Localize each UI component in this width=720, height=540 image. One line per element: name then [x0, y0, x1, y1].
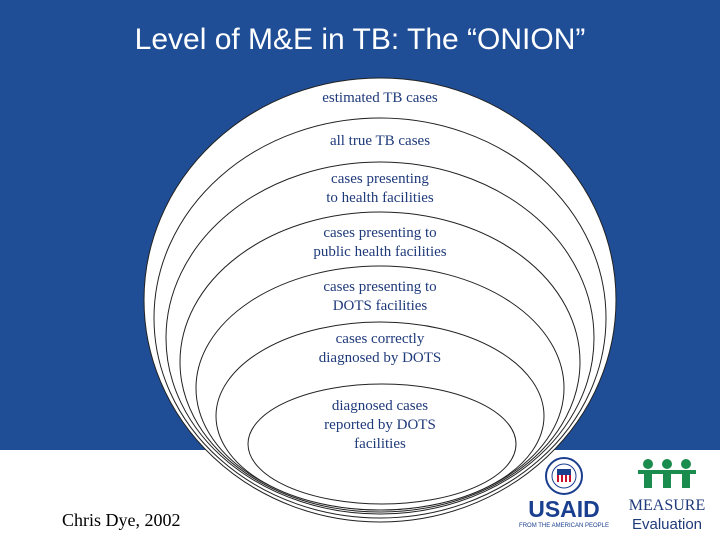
label-estimated-tb-cases: estimated TB cases	[230, 89, 530, 108]
label-line: cases correctly	[335, 331, 425, 347]
label-cases-presenting-dots: cases presenting to DOTS facilities	[230, 278, 530, 316]
label-line: DOTS facilities	[332, 298, 428, 314]
label-line: cases presenting to	[323, 279, 437, 295]
label-line: public health facilities	[313, 244, 447, 260]
label-line: facilities	[354, 436, 406, 452]
measure-name: MEASURE	[629, 497, 705, 514]
usaid-tagline: FROM THE AMERICAN PEOPLE	[519, 523, 609, 529]
label-cases-correctly-diagnosed: cases correctly diagnosed by DOTS	[230, 330, 530, 368]
label-line: all true TB cases	[329, 133, 431, 149]
onion-rings	[143, 77, 617, 523]
label-cases-presenting-health: cases presenting to health facilities	[230, 170, 530, 208]
measure-evaluation-logo: MEASURE Evaluation	[629, 459, 705, 533]
usaid-wordmark: USAID	[528, 496, 600, 522]
author-credit: Chris Dye, 2002	[62, 510, 181, 530]
label-line: diagnosed cases	[331, 398, 429, 414]
label-all-true-tb-cases: all true TB cases	[230, 132, 530, 151]
label-line: reported by DOTS	[324, 417, 436, 433]
label-diagnosed-reported: diagnosed cases reported by DOTS facilit…	[230, 397, 530, 454]
slide-title: Level of M&E in TB: The “ONION”	[134, 23, 586, 56]
people-icon	[638, 459, 696, 488]
usaid-logo: USAID FROM THE AMERICAN PEOPLE	[519, 457, 609, 529]
label-line: to health facilities	[326, 190, 434, 206]
evaluation-name: Evaluation	[632, 516, 702, 533]
label-cases-presenting-public: cases presenting to public health facili…	[230, 224, 530, 262]
label-line: diagnosed by DOTS	[318, 350, 442, 366]
label-line: estimated TB cases	[322, 90, 438, 106]
label-line: cases presenting	[331, 171, 429, 187]
label-line: cases presenting to	[323, 225, 437, 241]
ring-diagnosed-reported	[247, 383, 517, 505]
